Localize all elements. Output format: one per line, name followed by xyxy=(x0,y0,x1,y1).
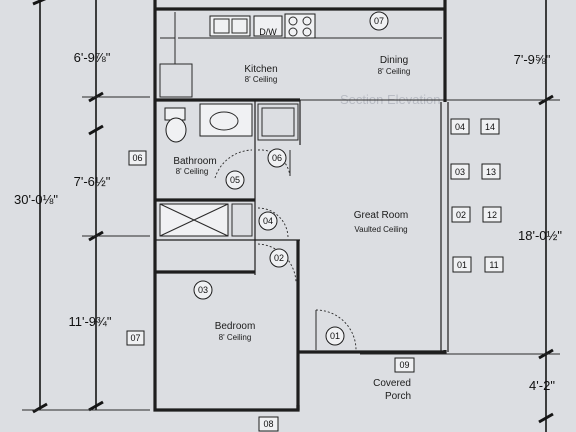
window-tag-06: 06 xyxy=(128,150,147,166)
svg-text:07: 07 xyxy=(374,16,384,26)
svg-text:11: 11 xyxy=(489,260,498,270)
svg-text:13: 13 xyxy=(486,167,496,177)
svg-text:03: 03 xyxy=(455,167,465,177)
linen-closet xyxy=(257,103,299,141)
porch-line1: Covered xyxy=(373,378,411,389)
svg-text:02: 02 xyxy=(456,210,466,220)
window-tag-12: 12 xyxy=(482,206,502,223)
window-tag-11: 11 xyxy=(484,256,504,273)
svg-text:01: 01 xyxy=(330,331,340,341)
svg-text:12: 12 xyxy=(487,210,497,220)
dishwasher-label: D/W xyxy=(259,27,277,37)
shower xyxy=(159,203,229,237)
svg-text:03: 03 xyxy=(198,285,208,295)
great-room-ceiling: Vaulted Ceiling xyxy=(354,225,407,234)
window-tag-03: 03 xyxy=(450,163,470,180)
door-tag-03: 03 xyxy=(193,280,213,300)
door-tag-05: 05 xyxy=(225,170,245,190)
window-tag-01: 01 xyxy=(452,256,472,273)
door-tag-07: 07 xyxy=(369,11,389,31)
interior-walls xyxy=(155,12,442,352)
window-tag-14: 14 xyxy=(480,118,500,135)
dim-right-top: 7'-9⅝" xyxy=(514,52,551,67)
window-tag-08: 08 xyxy=(258,416,279,432)
svg-text:14: 14 xyxy=(485,122,495,132)
dim-right-mid: 18'-0½" xyxy=(518,228,562,243)
bathroom-ceiling: 8' Ceiling xyxy=(176,167,209,176)
svg-text:06: 06 xyxy=(132,153,142,163)
toilet xyxy=(164,107,187,143)
dishwasher xyxy=(253,15,283,37)
door-tag-02: 02 xyxy=(269,248,289,268)
kitchen-ceiling: 8' Ceiling xyxy=(245,75,278,84)
window-tag-04: 04 xyxy=(450,118,470,135)
exterior-walls xyxy=(153,0,449,412)
dim-left-mid: 7'-6½" xyxy=(74,174,111,189)
dim-left-overall: 30'-0⅛" xyxy=(14,192,58,207)
svg-text:06: 06 xyxy=(272,153,282,163)
bedroom-ceiling: 8' Ceiling xyxy=(219,333,252,342)
svg-text:01: 01 xyxy=(457,260,467,270)
window-tag-13: 13 xyxy=(481,163,501,180)
kitchen-name: Kitchen xyxy=(244,64,277,75)
window-tag-02: 02 xyxy=(451,206,471,223)
window-tag-09: 09 xyxy=(394,357,415,373)
svg-text:04: 04 xyxy=(263,216,273,226)
bedroom-name: Bedroom xyxy=(215,321,256,332)
left-dimension-lines xyxy=(22,0,150,414)
bathroom-name: Bathroom xyxy=(173,156,216,167)
svg-text:02: 02 xyxy=(274,253,284,263)
door-tag-04: 04 xyxy=(258,211,278,231)
dining-ceiling: 8' Ceiling xyxy=(378,67,411,76)
svg-text:04: 04 xyxy=(455,122,465,132)
svg-text:05: 05 xyxy=(230,175,240,185)
door-tag-06: 06 xyxy=(267,148,287,168)
svg-text:08: 08 xyxy=(263,419,273,429)
dim-left-top: 6'-9⅞" xyxy=(74,50,111,65)
dim-left-bottom: 11'-9¾" xyxy=(69,314,112,329)
great-room-name: Great Room xyxy=(354,210,408,221)
stove xyxy=(284,13,316,39)
svg-text:09: 09 xyxy=(399,360,409,370)
window-tag-07: 07 xyxy=(126,330,145,346)
dining-name: Dining xyxy=(380,55,408,66)
right-dimension-lines xyxy=(300,0,560,432)
kitchen-sink xyxy=(209,15,251,37)
dim-right-bottom: 4'-2" xyxy=(529,378,555,393)
closet-shelf xyxy=(231,203,253,237)
bathroom-vanity xyxy=(199,103,253,137)
svg-text:07: 07 xyxy=(130,333,140,343)
door-tag-01: 01 xyxy=(325,326,345,346)
porch-line2: Porch xyxy=(385,391,411,402)
